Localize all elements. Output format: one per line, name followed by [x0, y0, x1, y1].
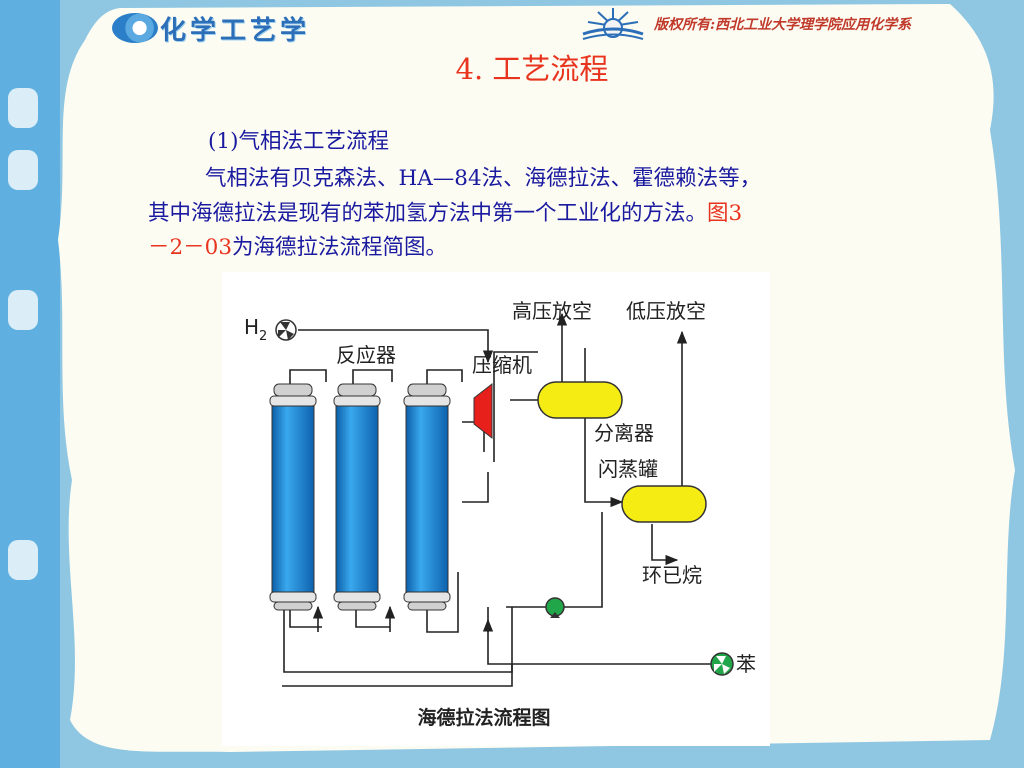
paragraph-line-3: －2－03为海德拉法流程简图。	[148, 230, 447, 261]
course-logo-text: 化学工艺学	[160, 15, 311, 46]
paragraph-line-1: 气相法有贝克森法、HA—84法、海德拉法、霍德赖法等，	[205, 166, 762, 191]
paragraph-line-2-text: 其中海德拉法是现有的苯加氢方法中第一个工业化的方法。	[148, 201, 708, 226]
slide-title: 4. 工艺流程	[455, 52, 609, 86]
diagram-caption: 海德拉法流程图	[417, 706, 550, 729]
copyright-banner: 版权所有:西北工业大学理学院应用化学系	[578, 4, 968, 44]
pump-icon	[545, 597, 565, 618]
h2-fan-icon	[275, 319, 297, 341]
figure-reference-start: 图3	[707, 201, 743, 226]
swirl-logo-icon	[112, 13, 158, 43]
reactor-3	[403, 383, 451, 611]
reactor-1	[269, 383, 317, 611]
copyright-text: 版权所有:西北工业大学理学院应用化学系	[654, 17, 912, 33]
subheading: (1)气相法工艺流程	[208, 129, 389, 154]
reactor-columns	[269, 383, 451, 611]
course-logo: 化学工艺学	[112, 10, 322, 46]
compressor-icon	[473, 382, 493, 440]
flash-tank-vessel	[621, 485, 707, 523]
pipelines	[282, 312, 718, 687]
sun-logo-icon	[582, 8, 644, 40]
high-pressure-vent-label: 高压放空	[512, 299, 592, 323]
benzene-fan-icon	[710, 652, 734, 676]
paragraph-line-2: 其中海德拉法是现有的苯加氢方法中第一个工业化的方法。图3	[148, 196, 742, 227]
compressor-label: 压缩机	[472, 353, 532, 377]
low-pressure-vent-label: 低压放空	[626, 299, 706, 323]
caption-box	[262, 700, 710, 744]
flash-tank-label: 闪蒸罐	[598, 457, 658, 481]
hydrar-process-diagram: H2 反应器 压缩机 高压放空 低压放空 分离器 闪蒸罐 环已烷 苯 海德拉法流…	[222, 272, 770, 746]
separator-vessel	[537, 381, 623, 419]
figure-reference-end: －2－03	[148, 235, 233, 260]
cyclohexane-label: 环已烷	[642, 563, 702, 587]
paragraph-line-3-text: 为海德拉法流程简图。	[232, 235, 448, 260]
h2-label: H2	[244, 315, 267, 344]
reactor-label: 反应器	[336, 343, 396, 367]
reactor-2	[333, 383, 381, 611]
separator-label: 分离器	[594, 421, 654, 445]
benzene-label: 苯	[736, 652, 756, 676]
